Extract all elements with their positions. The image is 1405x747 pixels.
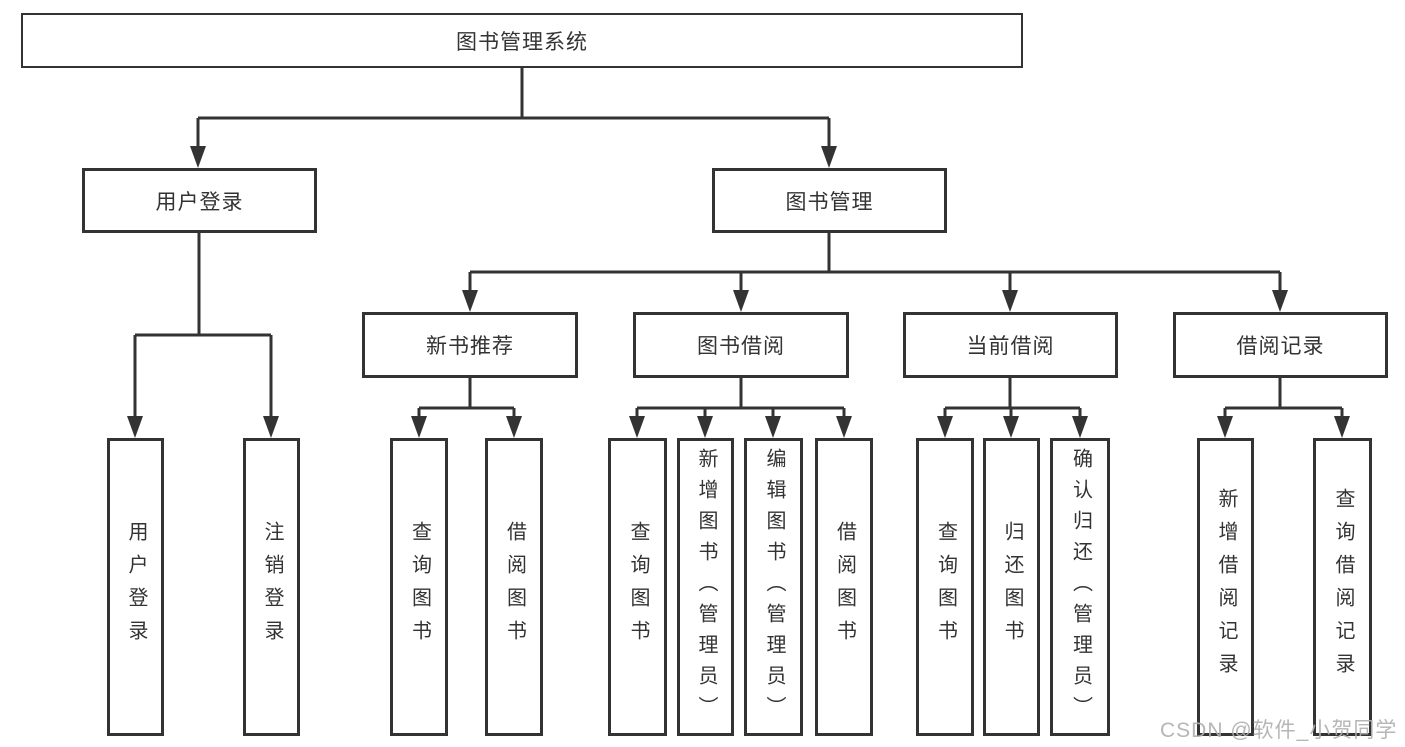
leaf-label: 注销登录 (261, 521, 283, 653)
node-new-books-label: 新书推荐 (426, 335, 514, 358)
leaf-records-query: 查询借阅记录 (1313, 438, 1372, 736)
connector-lines (133, 68, 1344, 430)
node-current-borrow: 当前借阅 (903, 312, 1118, 378)
leaf-new-books-query: 查询图书 (390, 438, 448, 736)
leaf-label: 新增借阅记录 (1215, 488, 1237, 686)
watermark: CSDN @软件_小贺同学 (1160, 719, 1398, 742)
leaf-current-confirm-admin: 确认归还（管理员） (1050, 438, 1110, 736)
node-borrow-records-label: 借阅记录 (1236, 335, 1325, 358)
leaf-current-query: 查询图书 (916, 438, 974, 736)
leaf-label: 归还图书 (1001, 521, 1023, 653)
node-user-login-label: 用户登录 (155, 190, 244, 214)
leaf-label: 查询图书 (627, 521, 649, 653)
node-root: 图书管理系统 (21, 13, 1023, 68)
leaf-label: 借阅图书 (833, 521, 856, 653)
node-root-label: 图书管理系统 (456, 30, 588, 54)
leaf-current-return: 归还图书 (983, 438, 1040, 736)
node-book-mgmt: 图书管理 (712, 168, 947, 233)
node-current-borrow-label: 当前借阅 (966, 335, 1055, 358)
leaf-label: 查询图书 (934, 521, 957, 653)
leaf-borrow-edit-admin: 编辑图书（管理员） (744, 438, 803, 736)
leaf-borrow-book: 借阅图书 (815, 438, 873, 736)
node-new-books: 新书推荐 (362, 312, 578, 378)
leaf-user-login-query: 用户登录 (107, 438, 164, 736)
leaf-borrow-add-admin: 新增图书（管理员） (677, 438, 734, 736)
leaf-label: 查询借阅记录 (1332, 488, 1354, 686)
leaf-new-books-borrow: 借阅图书 (485, 438, 543, 736)
leaf-label: 借阅图书 (503, 521, 526, 653)
leaf-label: 查询图书 (408, 521, 431, 653)
connector-arrowheads (127, 146, 1350, 438)
node-borrow-records: 借阅记录 (1173, 312, 1388, 378)
node-book-borrow-label: 图书借阅 (697, 335, 785, 358)
node-book-mgmt-label: 图书管理 (785, 190, 874, 214)
leaf-label: 确认归还（管理员） (1069, 447, 1092, 727)
leaf-borrow-query: 查询图书 (608, 438, 667, 736)
leaf-user-logout: 注销登录 (243, 438, 300, 736)
leaf-label: 用户登录 (125, 521, 147, 653)
leaf-label: 新增图书（管理员） (695, 447, 717, 727)
leaf-records-add: 新增借阅记录 (1197, 438, 1254, 736)
node-book-borrow: 图书借阅 (633, 312, 849, 378)
leaf-label: 编辑图书（管理员） (763, 447, 785, 727)
node-user-login: 用户登录 (82, 168, 317, 233)
